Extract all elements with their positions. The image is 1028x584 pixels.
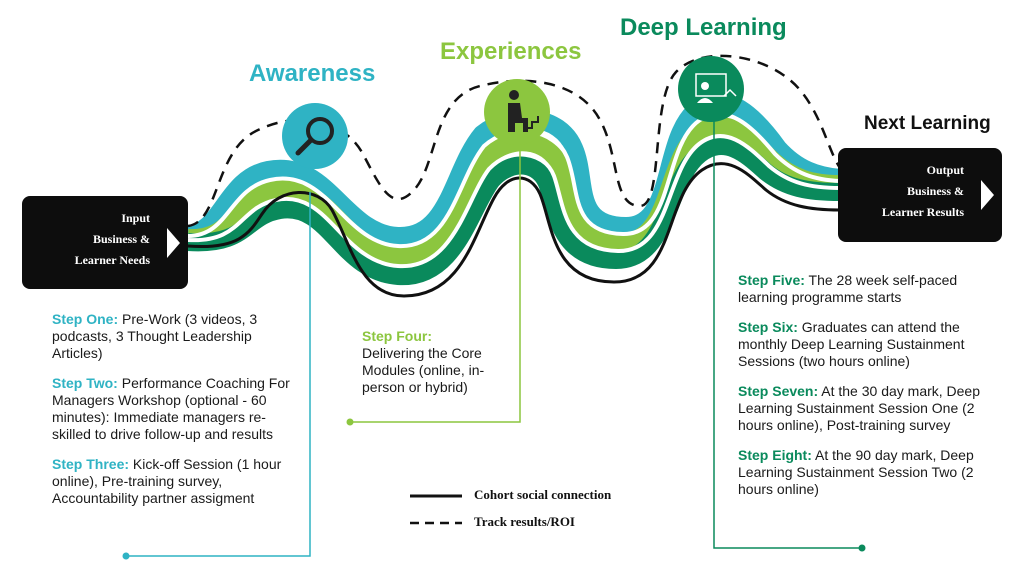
input-box: Input Business & Learner Needs: [22, 196, 188, 289]
step-four-label: Step Four:: [362, 328, 432, 344]
input-line-2: Business &: [92, 232, 150, 246]
step-two: Step Two: Performance Coaching For Manag…: [52, 375, 290, 442]
step-six: Step Six: Graduates can attend the month…: [738, 319, 965, 369]
connector-middle: [350, 150, 521, 423]
output-line-2: Business &: [906, 184, 964, 198]
chevron-right-icon: [167, 227, 180, 258]
title-awareness: Awareness: [249, 60, 376, 87]
legend-solid-label: Cohort social connection: [474, 487, 612, 502]
connector-dot-right: [858, 544, 866, 552]
legend-dashed-label: Track results/ROI: [474, 514, 575, 529]
steps-deep-learning: Step Five: The 28 week self-paced learni…: [738, 272, 1000, 511]
step-seven: Step Seven: At the 30 day mark, Deep Lea…: [738, 383, 981, 433]
connector-right: [713, 120, 862, 549]
connector-dot-middle: [346, 418, 354, 426]
search-icon: [282, 103, 348, 169]
cohort-line: [187, 162, 841, 298]
steps-awareness: Step One: Pre-Work (3 videos, 3 podcasts…: [52, 311, 292, 520]
step-four-text: Delivering the Core Modules (online, in-…: [362, 345, 485, 395]
step-eight: Step Eight: At the 90 day mark, Deep Lea…: [738, 447, 974, 497]
title-next-learning: Next Learning: [864, 113, 991, 134]
output-line-1: Output: [926, 163, 964, 177]
title-deep-learning: Deep Learning: [620, 14, 787, 41]
output-box: Output Business & Learner Results: [838, 148, 1002, 242]
connector-dot-left: [122, 552, 130, 560]
chevron-right-icon: [981, 180, 994, 210]
person-presentation-icon: [678, 56, 744, 122]
connector-left: [126, 192, 311, 557]
person-stairs-icon: [484, 79, 550, 145]
step-five: Step Five: The 28 week self-paced learni…: [738, 272, 958, 305]
step-one: Step One: Pre-Work (3 videos, 3 podcasts…: [52, 311, 258, 361]
input-line-1: Input: [121, 211, 150, 225]
input-line-3: Learner Needs: [74, 253, 150, 267]
step-four: Step Four: Delivering the Core Modules (…: [362, 328, 512, 396]
title-experiences: Experiences: [440, 38, 582, 65]
output-line-3: Learner Results: [881, 205, 964, 219]
step-three: Step Three: Kick-off Session (1 hour onl…: [52, 456, 282, 506]
